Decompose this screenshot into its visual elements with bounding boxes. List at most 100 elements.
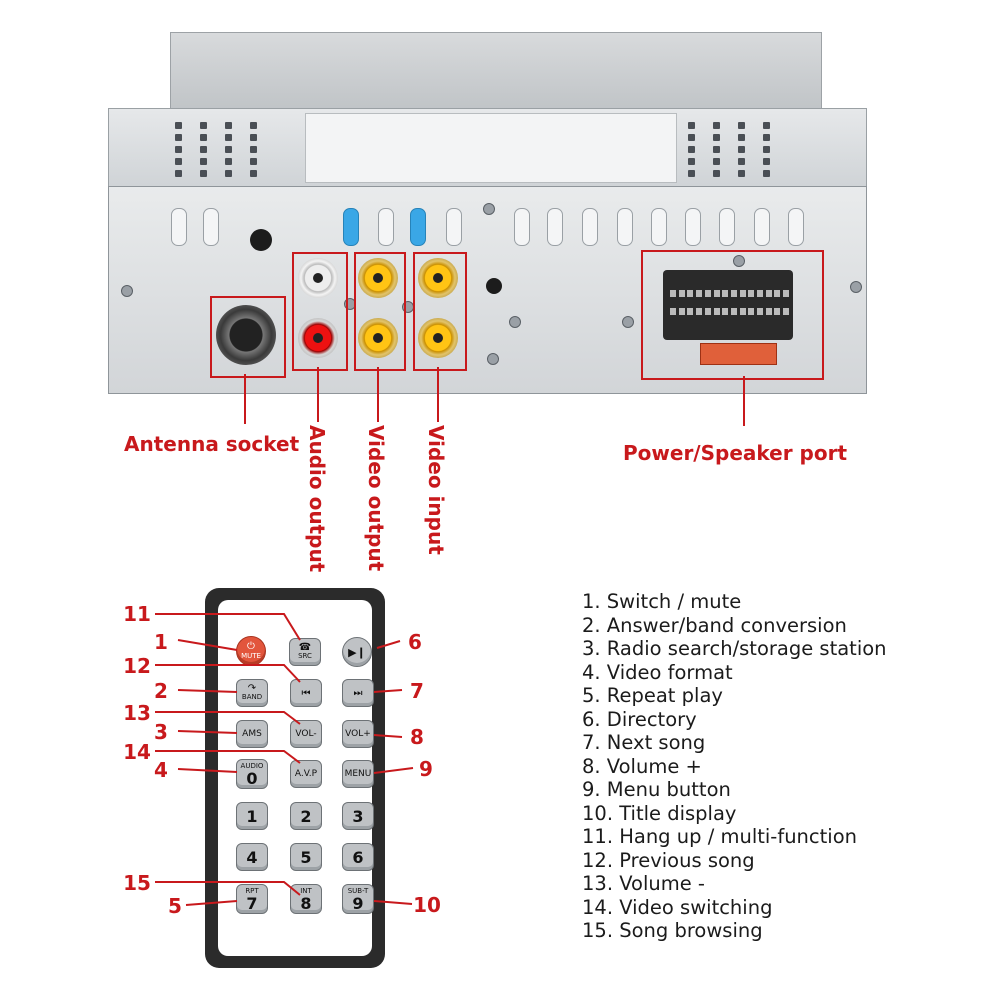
vent-hole xyxy=(763,146,770,153)
volume-down-button[interactable]: VOL- xyxy=(290,720,322,748)
vent-hole xyxy=(713,122,720,129)
hang-up-icon: ☎ xyxy=(298,642,312,653)
connector-pin xyxy=(783,290,790,297)
legend-item: 5. Repeat play xyxy=(582,684,723,707)
video-input-box xyxy=(413,252,467,371)
volume-up-button[interactable]: VOL+ xyxy=(342,720,374,748)
band-button[interactable]: ↷ BAND xyxy=(236,679,268,707)
antenna-socket xyxy=(216,305,276,365)
mute-button[interactable]: ⏻ MUTE xyxy=(236,636,266,666)
vent-slot xyxy=(203,208,219,246)
video-out-jack-1 xyxy=(358,258,398,298)
antenna-socket-label: Antenna socket xyxy=(124,432,300,456)
vent-slot xyxy=(685,208,701,246)
digit-3-button[interactable]: 3 xyxy=(342,802,374,830)
legend-item: 13. Volume - xyxy=(582,872,705,895)
screw xyxy=(850,281,862,293)
power-port-box xyxy=(641,250,824,380)
audio-0-button[interactable]: AUDIO 0 xyxy=(236,759,268,789)
vent-hole xyxy=(738,170,745,177)
legend-item: 12. Previous song xyxy=(582,848,755,872)
vent-hole xyxy=(688,158,695,165)
vent-hole xyxy=(713,146,720,153)
video-in-jack-2 xyxy=(418,318,458,358)
callout-3: 3 xyxy=(154,720,168,744)
vent-slot xyxy=(446,208,462,246)
vent-hole xyxy=(763,122,770,129)
callout-5: 5 xyxy=(168,894,182,918)
vent-hole xyxy=(738,158,745,165)
video-in-jack-1 xyxy=(418,258,458,298)
vent-slot-blue xyxy=(410,208,426,246)
callout-13: 13 xyxy=(123,701,151,725)
digit-2-button[interactable]: 2 xyxy=(290,802,322,830)
callout-line-13 xyxy=(155,711,301,725)
connector-pin xyxy=(696,308,703,315)
connector-pin xyxy=(678,290,685,297)
vent-slot-blue xyxy=(343,208,359,246)
avp-button[interactable]: A.V.P xyxy=(290,760,322,788)
vent-hole xyxy=(688,170,695,177)
digit-5-button[interactable]: 5 xyxy=(290,843,322,871)
screw xyxy=(509,316,521,328)
digit-4-button[interactable]: 4 xyxy=(236,843,268,871)
fuse xyxy=(700,343,777,365)
video-input-label: Video input xyxy=(424,425,448,555)
connector-pin xyxy=(748,290,755,297)
legend-item: 10. Title display xyxy=(582,801,737,825)
previous-button[interactable]: ⏮ xyxy=(290,679,322,707)
digit-1-button[interactable]: 1 xyxy=(236,802,268,830)
video-output-box xyxy=(354,252,406,371)
int-8-button[interactable]: INT 8 xyxy=(290,884,322,914)
mount-hole xyxy=(250,229,272,251)
legend-item: 7. Next song xyxy=(582,731,706,754)
legend-item: 3. Radio search/storage station xyxy=(582,637,887,660)
menu-button[interactable]: MENU xyxy=(342,760,374,788)
screw xyxy=(487,353,499,365)
callout-7: 7 xyxy=(410,679,424,703)
vent-hole xyxy=(225,134,232,141)
play-pause-button[interactable]: ▶❙ xyxy=(342,637,372,667)
legend-item: 2. Answer/band conversion xyxy=(582,613,847,637)
connector-pin xyxy=(670,290,676,297)
vent-slot xyxy=(719,208,735,246)
legend-item: 1. Switch / mute xyxy=(582,590,742,613)
callout-14: 14 xyxy=(123,740,151,764)
connector-pin xyxy=(704,308,711,315)
connector-pin xyxy=(730,290,737,297)
vent-hole xyxy=(200,134,207,141)
vent-hole xyxy=(250,158,257,165)
previous-track-icon: ⏮ xyxy=(301,687,311,699)
connector-pin xyxy=(739,290,746,297)
next-button[interactable]: ⏭ xyxy=(342,679,374,707)
video-output-leader-line xyxy=(377,367,379,422)
connector-pin xyxy=(774,308,781,315)
vent-hole xyxy=(688,122,695,129)
subt-9-button[interactable]: SUB-T 9 xyxy=(342,884,374,914)
callout-11: 11 xyxy=(123,602,151,626)
connector-pin xyxy=(739,308,746,315)
digit-6-button[interactable]: 6 xyxy=(342,843,374,871)
legend-item: 11. Hang up / multi-function xyxy=(582,825,857,848)
vent-hole xyxy=(713,170,720,177)
mount-hole-small xyxy=(486,278,502,294)
ams-button[interactable]: AMS xyxy=(236,720,268,748)
callout-6: 6 xyxy=(408,630,422,654)
vent-hole xyxy=(763,170,770,177)
vent-hole xyxy=(738,122,745,129)
iso-connector xyxy=(663,270,793,340)
legend-item: 15. Song browsing xyxy=(582,919,763,942)
audio-output-box xyxy=(292,252,348,371)
unit-sticker xyxy=(305,113,677,183)
power-leader-line xyxy=(743,376,745,426)
src-button[interactable]: ☎ SRC xyxy=(289,638,321,666)
vent-hole xyxy=(688,134,695,141)
legend-item: 14. Video switching xyxy=(582,895,773,919)
callout-line-15 xyxy=(155,881,301,896)
connector-pin xyxy=(757,290,763,297)
callout-line-5 xyxy=(185,900,238,906)
rpt-7-button[interactable]: RPT 7 xyxy=(236,884,268,914)
callout-line-14 xyxy=(155,750,301,764)
vent-slot xyxy=(651,208,667,246)
vent-hole xyxy=(763,134,770,141)
